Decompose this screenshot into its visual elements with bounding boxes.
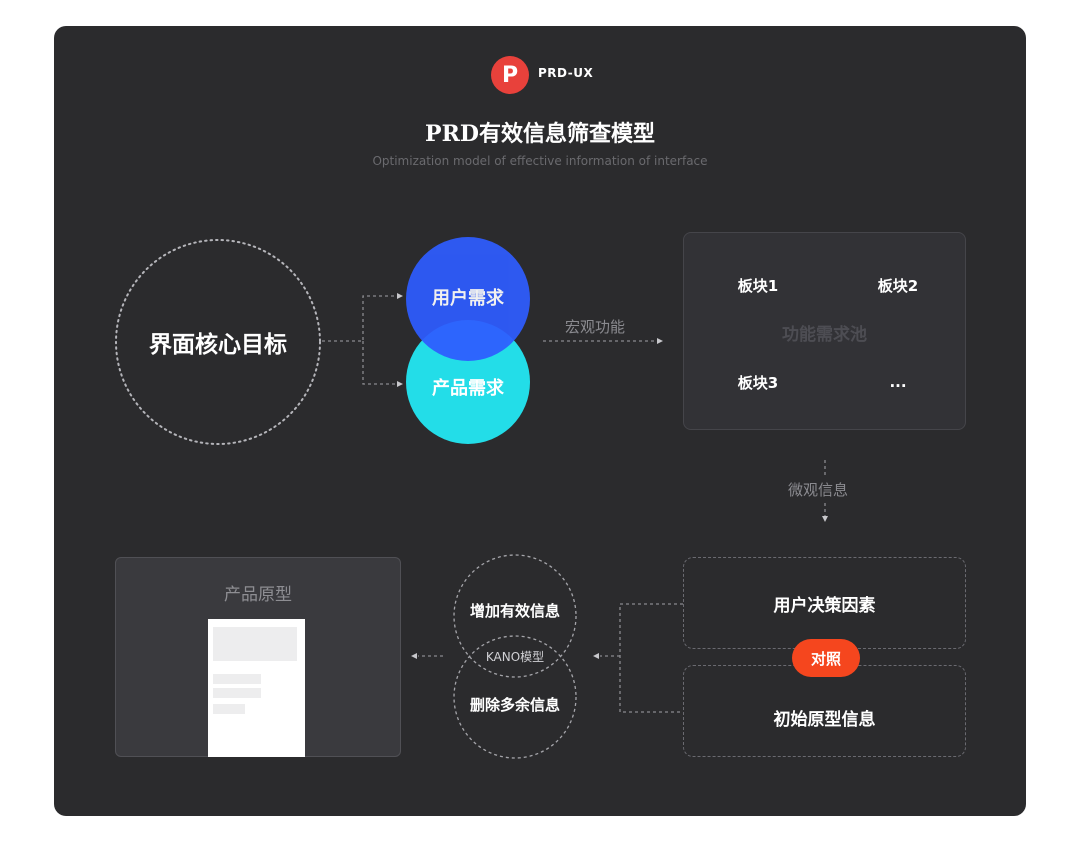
function-pool-box — [683, 232, 966, 430]
mock-line — [213, 674, 261, 684]
pool-block-3: 板块3 — [737, 373, 779, 392]
initial-prototype-info-box: 初始原型信息 — [683, 665, 966, 757]
function-pool-title: 功能需求池 — [782, 324, 867, 345]
micro-info-label: 微观信息 — [788, 481, 849, 499]
initial-prototype-info-label: 初始原型信息 — [773, 709, 876, 730]
compare-badge: 对照 — [792, 639, 860, 677]
kano-add-info: 增加有效信息 — [469, 601, 560, 620]
kano-model-label: KANO模型 — [485, 649, 545, 664]
prototype-page-mock — [208, 619, 305, 757]
mock-line — [213, 688, 261, 698]
mock-line — [213, 704, 245, 714]
pool-block-1: 板块1 — [737, 276, 779, 295]
logo-text: PRD-UX — [538, 66, 594, 80]
diagram-title: PRD有效信息筛查模型 — [425, 121, 655, 147]
core-goal-node: 界面核心目标 — [149, 332, 287, 358]
user-decision-factor-box: 用户决策因素 — [683, 557, 966, 649]
macro-function-label: 宏观功能 — [565, 318, 626, 336]
user-need-circle: 用户需求 — [406, 237, 530, 361]
pool-block-2: 板块2 — [877, 276, 919, 295]
product-prototype-title: 产品原型 — [224, 584, 292, 605]
user-need-label: 用户需求 — [432, 288, 504, 309]
mock-banner — [213, 627, 297, 661]
kano-remove-info: 删除多余信息 — [469, 695, 560, 714]
diagram-subtitle: Optimization model of effective informat… — [372, 154, 708, 168]
logo-icon: P — [491, 56, 529, 94]
pool-block-more: ... — [889, 373, 907, 391]
product-need-label: 产品需求 — [432, 378, 504, 399]
